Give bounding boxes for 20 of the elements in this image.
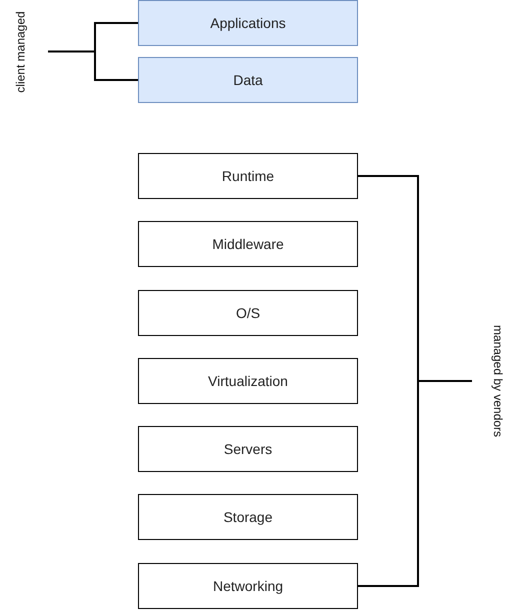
layer-label: O/S	[236, 305, 260, 321]
layer-box	[138, 290, 358, 336]
layer-box	[138, 221, 358, 267]
layer-box	[138, 563, 358, 609]
layer-label: Networking	[212, 578, 284, 594]
layer-label: Servers	[224, 441, 272, 457]
layer-box	[138, 153, 358, 199]
layer-label: Storage	[223, 509, 273, 525]
layer-box	[138, 426, 358, 472]
layer-box	[138, 494, 358, 540]
bracket-label: client managed	[13, 10, 28, 92]
layer-label: Virtualization	[208, 373, 288, 389]
bracket-label: managed by vendors	[491, 324, 506, 438]
layer-label: Runtime	[222, 168, 274, 184]
layer-label: Data	[233, 72, 263, 88]
layer-label: Middleware	[212, 236, 284, 252]
layer-box	[138, 57, 358, 103]
layer-label: Applications	[210, 15, 286, 31]
layer-box	[138, 358, 358, 404]
layer-box	[138, 0, 358, 46]
